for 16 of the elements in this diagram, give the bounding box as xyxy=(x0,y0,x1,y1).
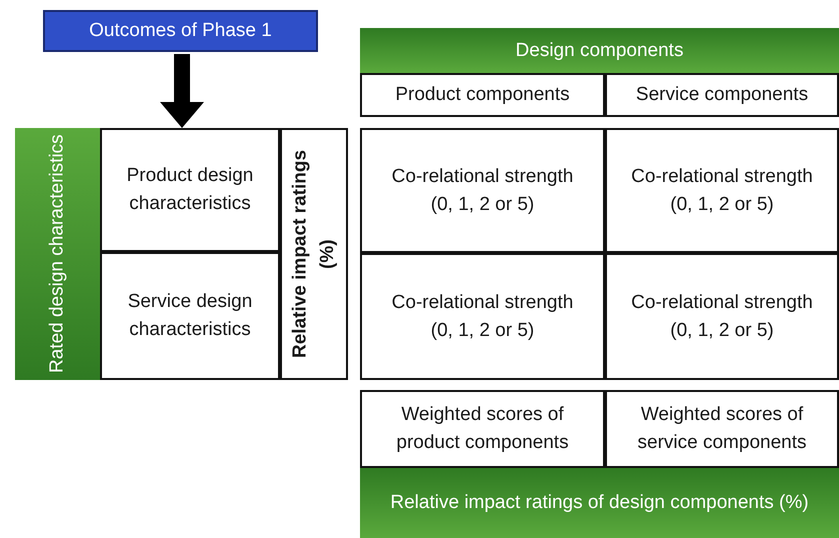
row-header: Product design characteristics xyxy=(100,128,280,252)
row-header: Service design characteristics xyxy=(100,252,280,380)
matrix-cell: Co-relational strength (0, 1, 2 or 5) xyxy=(360,253,605,380)
matrix-cell: Co-relational strength (0, 1, 2 or 5) xyxy=(605,128,839,253)
matrix-cell: Co-relational strength (0, 1, 2 or 5) xyxy=(360,128,605,253)
title-box: Outcomes of Phase 1 xyxy=(43,10,318,52)
matrix-cell: Co-relational strength (0, 1, 2 or 5) xyxy=(605,253,839,380)
row-group-band: Rated design characteristics xyxy=(15,128,100,380)
footer-band: Relative impact ratings of design components (%) xyxy=(360,468,839,538)
column-header: Relative impact ratings (%) xyxy=(280,128,348,380)
header-band: Design components xyxy=(360,28,839,73)
table-cell: Weighted scores of product components xyxy=(360,390,605,468)
column-header: Service components xyxy=(605,73,839,117)
block-arrow xyxy=(160,54,204,128)
column-header: Product components xyxy=(360,73,605,117)
table-cell: Weighted scores of service components xyxy=(605,390,839,468)
